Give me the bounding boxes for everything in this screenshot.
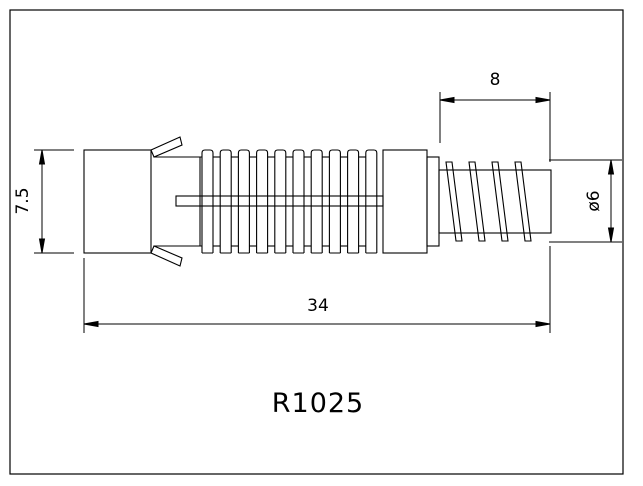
lower-wing <box>150 245 183 267</box>
ribbed-section <box>201 149 378 254</box>
part-outline <box>83 136 552 267</box>
dimension-overall-length <box>83 246 551 333</box>
dimension-label-overall-length: 34 <box>307 296 329 316</box>
rib <box>201 149 214 254</box>
dimension-label-body-diameter: 7.5 <box>13 187 33 214</box>
screw-shank <box>438 169 552 234</box>
rib <box>237 149 250 254</box>
dimension-screw-diameter <box>549 159 622 243</box>
rib <box>347 149 360 254</box>
thread-crest <box>514 161 532 242</box>
rib <box>256 149 269 254</box>
thread-crest <box>468 161 486 242</box>
dimension-screw-length <box>439 92 551 162</box>
right-collar <box>382 149 428 254</box>
left-cap <box>83 149 152 254</box>
screw-threads <box>445 161 532 242</box>
rib <box>310 149 323 254</box>
dimension-body-diameter <box>34 149 74 254</box>
dimension-label-screw-length: 8 <box>490 70 501 90</box>
thread-crest <box>491 161 509 242</box>
rib <box>365 149 378 254</box>
expansion-slot <box>175 195 384 207</box>
collar-step <box>426 156 440 247</box>
drawing-frame <box>9 9 624 475</box>
thread-crest <box>445 161 463 242</box>
rib <box>274 149 287 254</box>
rib <box>328 149 341 254</box>
part-code: R1025 <box>272 388 364 419</box>
upper-wing <box>150 136 183 158</box>
dimension-label-screw-diameter: ø6 <box>584 190 604 211</box>
rib <box>219 149 232 254</box>
rib <box>292 149 305 254</box>
